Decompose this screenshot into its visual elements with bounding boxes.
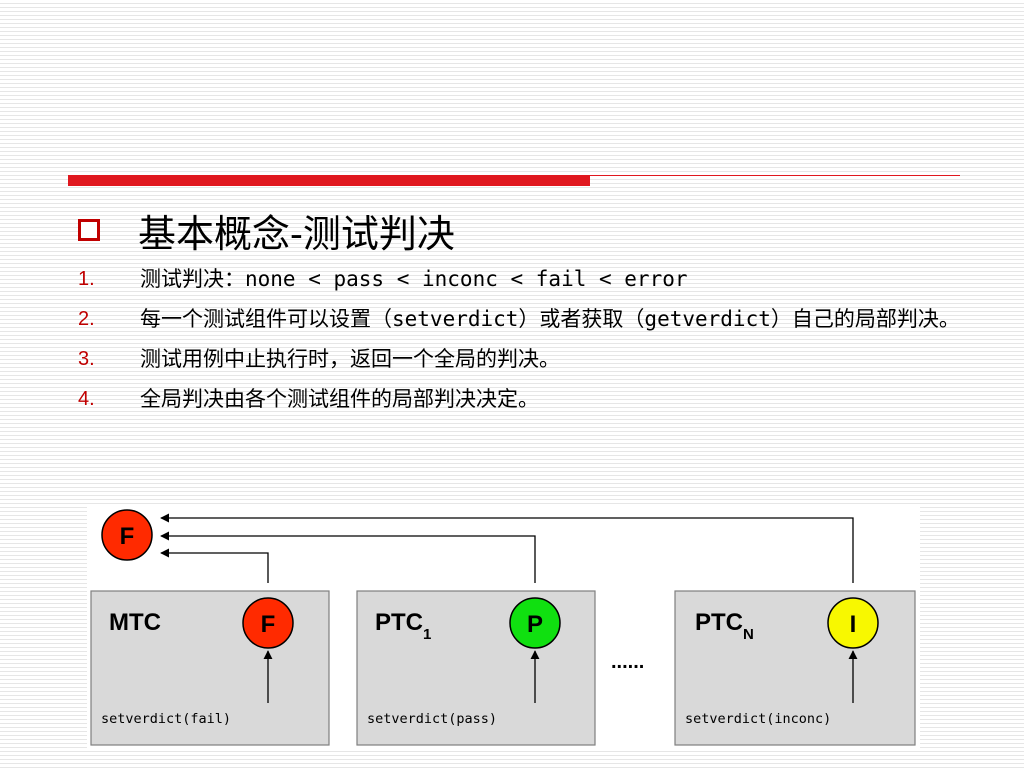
numbered-list: 1. 测试判决：none < pass < inconc < fail < er… [78,262,968,422]
square-bullet-icon [78,219,100,241]
title-accent-bar [68,175,590,186]
list-item: 3. 测试用例中止执行时，返回一个全局的判决。 [78,342,968,376]
verdict-diagram-svg: F MTC F setverdict(fail) PTC1 P setverdi… [90,509,916,746]
component-name: PTCN [695,609,754,643]
setverdict-call: setverdict(pass) [367,711,497,727]
title-accent-line [590,175,960,176]
component-name: PTC1 [375,609,431,643]
list-item-text: 每一个测试组件可以设置（setverdict）或者获取（getverdict）自… [140,307,960,331]
list-item-text: 全局判决由各个测试组件的局部判决决定。 [140,387,539,411]
list-item-number: 1. [78,268,95,290]
local-verdict-letter: F [261,611,276,638]
global-verdict-letter: F [120,523,135,550]
verdict-arrow-ptc1 [160,531,536,583]
local-verdict-letter: I [850,611,857,638]
component-box-ptc1: PTC1 P setverdict(pass) [356,590,596,746]
verdict-arrow-mtc [160,548,269,583]
local-verdict-circle [242,597,294,649]
list-item-number: 2. [78,308,95,330]
list-item-number: 3. [78,348,95,370]
global-verdict-circle [101,509,153,561]
ellipsis-separator: ...... [611,651,644,673]
slide-title: 基本概念-测试判决 [138,211,455,256]
local-verdict-circle [827,597,879,649]
verdict-diagram: F MTC F setverdict(fail) PTC1 P setverdi… [87,505,920,748]
component-box-ptcn: PTCN I setverdict(inconc) [674,590,916,746]
list-item: 1. 测试判决：none < pass < inconc < fail < er… [78,262,968,296]
component-box-mtc: MTC F setverdict(fail) [90,590,330,746]
component-name-text: PTC [695,609,743,636]
component-name-text: PTC [375,609,423,636]
local-verdict-circle [509,597,561,649]
slide-title-row: 基本概念-测试判决 [78,202,455,258]
verdict-arrow-ptcn [160,513,854,583]
component-subscript: 1 [423,626,431,643]
setverdict-call: setverdict(inconc) [685,711,831,727]
local-verdict-letter: P [527,611,543,638]
list-item: 2. 每一个测试组件可以设置（setverdict）或者获取（getverdic… [78,302,968,336]
setverdict-call: setverdict(fail) [101,711,231,727]
list-item-number: 4. [78,388,95,410]
list-item: 4. 全局判决由各个测试组件的局部判决决定。 [78,382,968,416]
list-item-text: 测试判决：none < pass < inconc < fail < error [140,267,688,291]
component-name: MTC [109,609,161,636]
list-item-text: 测试用例中止执行时，返回一个全局的判决。 [140,347,560,371]
component-subscript: N [743,626,754,643]
component-name-text: MTC [109,609,161,636]
global-verdict: F [101,509,153,561]
